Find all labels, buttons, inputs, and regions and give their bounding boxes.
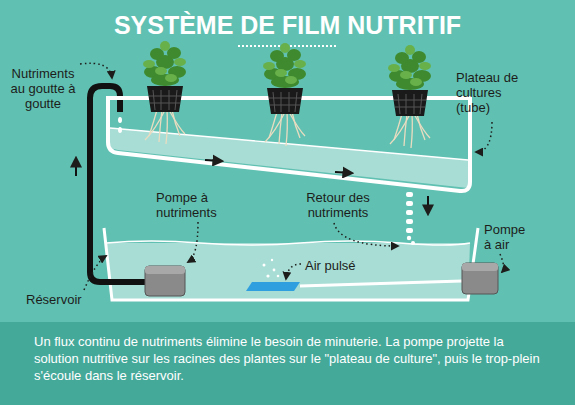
tray-label: Plateau de cultures (tube) [456, 70, 524, 115]
diagram-title: SYSTÈME DE FILM NUTRITIF [0, 10, 575, 40]
pump-label: Pompe à nutriments [156, 190, 228, 220]
diagram-caption: Un flux continu de nutriments élimine le… [34, 333, 544, 384]
return-label: Retour des nutriments [298, 190, 378, 220]
drip-label: Nutriments au goutte à goutte [8, 66, 78, 111]
reservoir-label: Réservoir [26, 292, 106, 307]
air-label: Air pulsé [305, 258, 395, 273]
air-pump-label: Pompe à air [484, 222, 530, 252]
